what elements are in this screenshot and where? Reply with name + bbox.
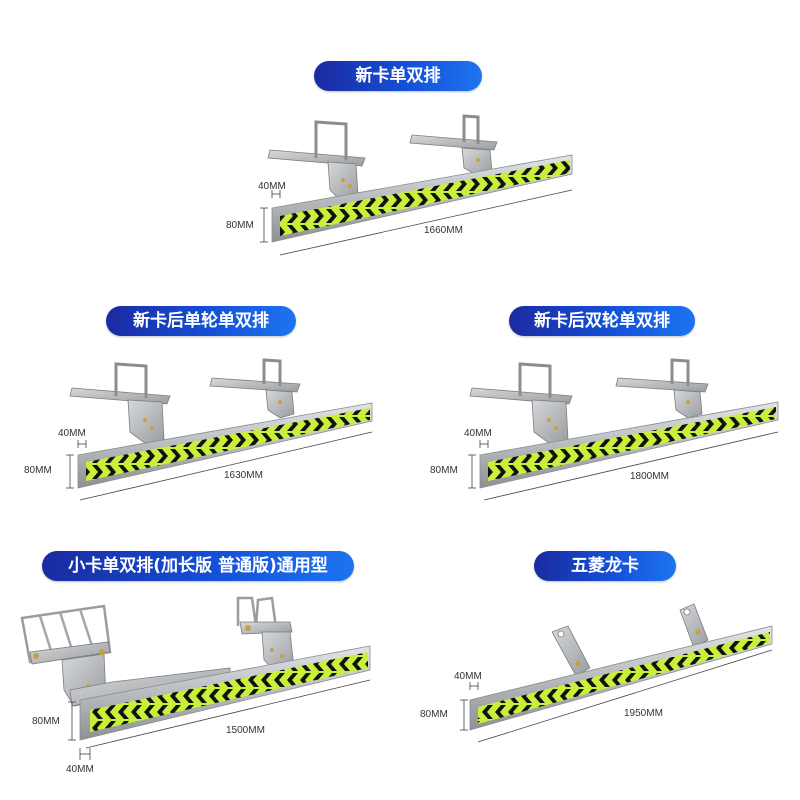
product-1-mount-bracket-right	[409, 114, 498, 177]
product-1-width-label: 40MM	[258, 181, 286, 192]
product-4-dimensions	[68, 679, 371, 760]
product-2-width-label: 40MM	[58, 428, 86, 439]
product-2-height-label: 80MM	[24, 465, 52, 476]
product-1-length-label: 1660MM	[424, 225, 463, 236]
title-badge-small-truck-universal: 小卡单双排(加长版 普通版)通用型	[42, 551, 354, 581]
title-badge-xinka-rear-single-wheel: 新卡后单轮单双排	[106, 306, 296, 336]
product-5-dimensions	[460, 649, 773, 743]
product-5-length-label: 1950MM	[624, 708, 663, 719]
product-4-height-label: 80MM	[32, 716, 60, 727]
product-2-mount-bracket-right	[209, 358, 301, 419]
product-1-dimensions	[260, 189, 573, 256]
product-4-length-label: 1500MM	[226, 725, 265, 736]
title-badge-xinka-single-double: 新卡单双排	[314, 61, 482, 91]
product-3-guard-bar	[469, 358, 779, 489]
product-5-height-label: 80MM	[420, 709, 448, 720]
product-5-mount-bracket-right	[679, 603, 709, 649]
product-2-mount-bracket-left	[69, 362, 171, 445]
product-4-guard-bar	[20, 596, 371, 741]
product-3-length-label: 1800MM	[630, 471, 669, 482]
product-4-mount-bracket-right	[236, 596, 295, 673]
product-1-guard-bar	[267, 114, 573, 243]
product-1-height-label: 80MM	[226, 220, 254, 231]
product-5-mount-bracket-left	[551, 625, 591, 677]
product-5-width-label: 40MM	[454, 671, 482, 682]
product-4-width-label: 40MM	[66, 764, 94, 775]
product-3-dimensions	[468, 431, 779, 501]
product-5-guard-bar	[469, 603, 773, 731]
product-2-guard-bar	[69, 358, 373, 489]
product-2-length-label: 1630MM	[224, 470, 263, 481]
product-3-mount-bracket-left	[469, 362, 573, 445]
product-1-mount-bracket-left	[267, 120, 366, 201]
title-badge-wuling-longka: 五菱龙卡	[534, 551, 676, 581]
product-3-width-label: 40MM	[464, 428, 492, 439]
title-badge-xinka-rear-double-wheel: 新卡后双轮单双排	[509, 306, 695, 336]
product-2-dimensions	[66, 431, 373, 501]
product-3-mount-bracket-right	[615, 358, 709, 419]
product-3-height-label: 80MM	[430, 465, 458, 476]
